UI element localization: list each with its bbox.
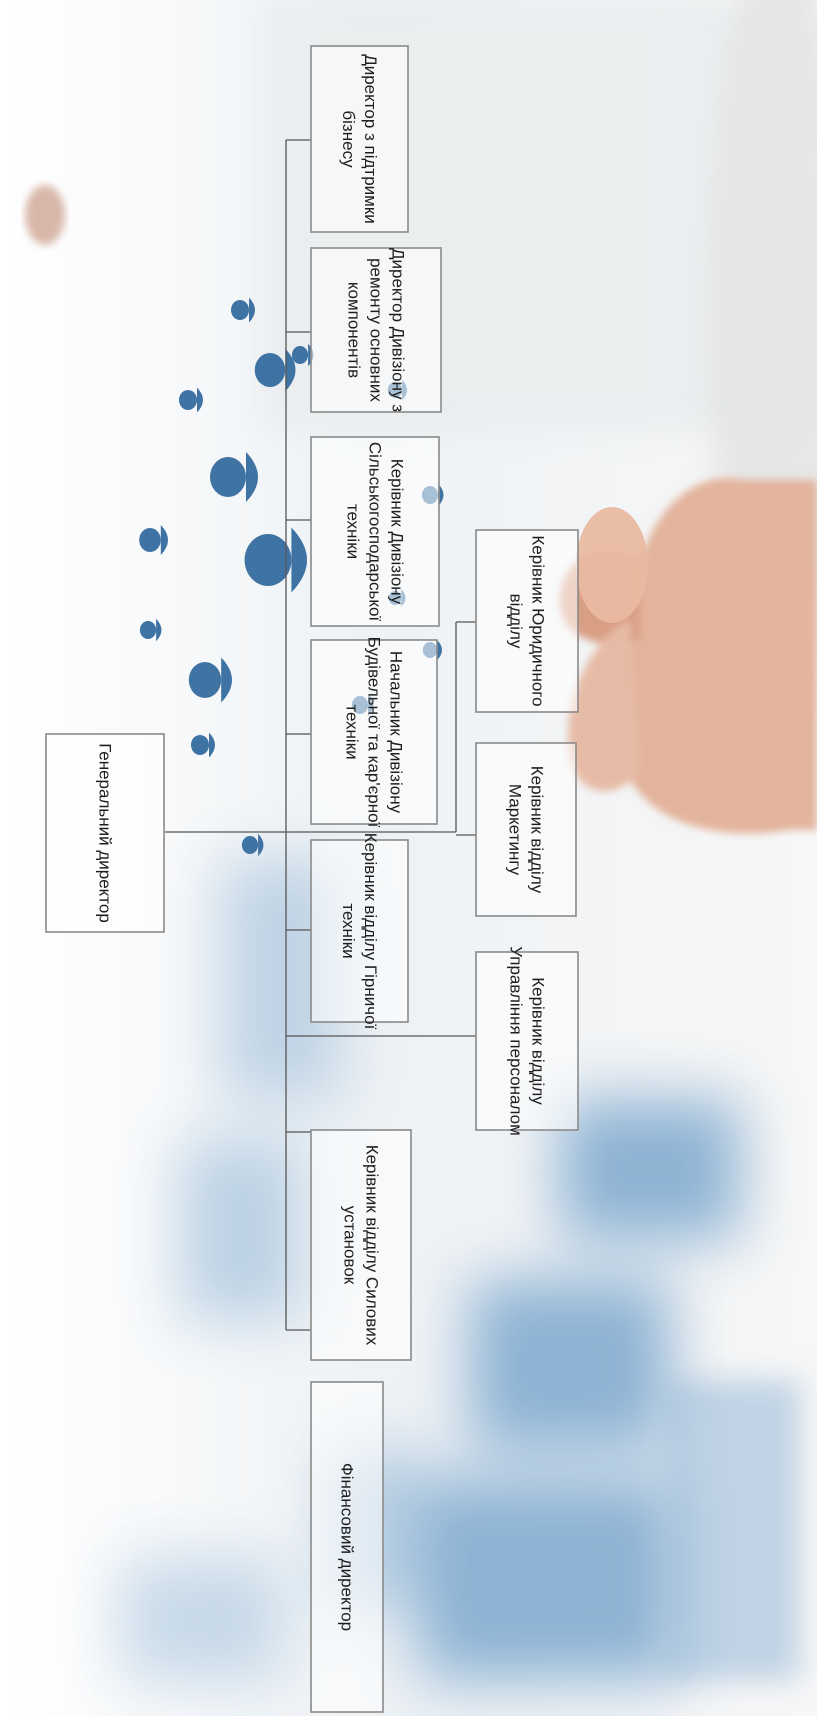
box-business-support-director-line: бізнесу — [339, 110, 358, 168]
box-construction-division-head-frame — [310, 639, 438, 825]
box-finance-director: Фінансовий директор — [310, 1381, 384, 1713]
person-icon-body — [291, 527, 307, 593]
person-icon — [191, 735, 209, 755]
box-legal-head-line: відділу — [507, 594, 526, 649]
box-mining-equipment-head-frame — [310, 839, 409, 1023]
box-marketing-head-line: Керівник відділу — [528, 766, 547, 894]
box-finance-director-line: Фінансовий директор — [338, 1463, 357, 1631]
box-agricultural-division-head-frame — [310, 436, 440, 627]
box-general-director-line: Генеральний директор — [96, 743, 115, 923]
box-hr-head-frame — [475, 951, 579, 1131]
box-agricultural-division-head: Керівник ДивізіонуСільськогосподарськоїт… — [310, 436, 440, 627]
person-icon — [291, 346, 309, 364]
box-finance-director-frame — [310, 1381, 384, 1713]
person-icon-body — [156, 618, 162, 642]
box-agricultural-division-head-line: Сільськогосподарської — [366, 442, 385, 622]
box-business-support-director-line: Директор з підтримки — [361, 54, 380, 224]
box-agricultural-division-head-line: Керівник Дивізіону — [388, 459, 407, 605]
person-icon-body — [160, 525, 168, 555]
person-icon-body — [209, 732, 215, 758]
box-legal-head-line: Керівник Юридичного — [529, 535, 548, 706]
person-icon — [210, 457, 246, 497]
box-construction-division-head-line: техніки — [343, 704, 362, 759]
person-icon — [254, 353, 286, 387]
box-agricultural-division-head-line: техніки — [344, 504, 363, 559]
person-icon — [241, 836, 259, 854]
box-mining-equipment-head-line: техніки — [339, 903, 358, 958]
box-power-units-head-line: Керівник відділу Силових — [363, 1145, 382, 1346]
box-marketing-head-line: Маркетингу — [506, 784, 525, 876]
box-power-units-head-line: установок — [341, 1206, 360, 1285]
person-icon — [188, 662, 222, 698]
person-icon — [231, 300, 249, 320]
person-icon-body — [197, 387, 203, 413]
box-components-repair-director-line: ремонту основних — [367, 258, 386, 402]
box-components-repair-director-frame — [310, 247, 442, 413]
box-marketing-head-frame — [475, 742, 577, 917]
box-hr-head-line: Управління персоналом — [507, 946, 526, 1136]
box-general-director-frame — [45, 733, 165, 933]
box-mining-equipment-head-line: Керівник відділу Гірничої — [361, 833, 380, 1030]
person-icon — [139, 621, 157, 639]
person-icon — [179, 390, 197, 410]
box-legal-head-frame — [475, 529, 579, 713]
box-hr-head-line: Керівник відділу — [529, 977, 548, 1105]
box-power-units-head-frame — [310, 1129, 412, 1361]
person-icon-body — [249, 297, 255, 323]
person-icon-body — [258, 833, 264, 857]
person-icon-body — [221, 657, 232, 703]
box-construction-division-head-line: Начальник Дивізіону — [387, 651, 406, 814]
person-icon — [244, 534, 292, 586]
box-components-repair-director-line: Директор Дивізіону з — [389, 248, 408, 412]
box-business-support-director-frame — [310, 45, 409, 233]
connectors — [165, 139, 476, 1331]
person-icon-body — [246, 452, 258, 502]
person-icon-body — [437, 640, 442, 660]
box-components-repair-director-line: компонентів — [345, 282, 364, 378]
person-icon — [139, 528, 161, 552]
box-general-director: Генеральний директор — [45, 733, 165, 933]
box-construction-division-head-line: Будівельної та кар'єрної — [365, 637, 384, 828]
